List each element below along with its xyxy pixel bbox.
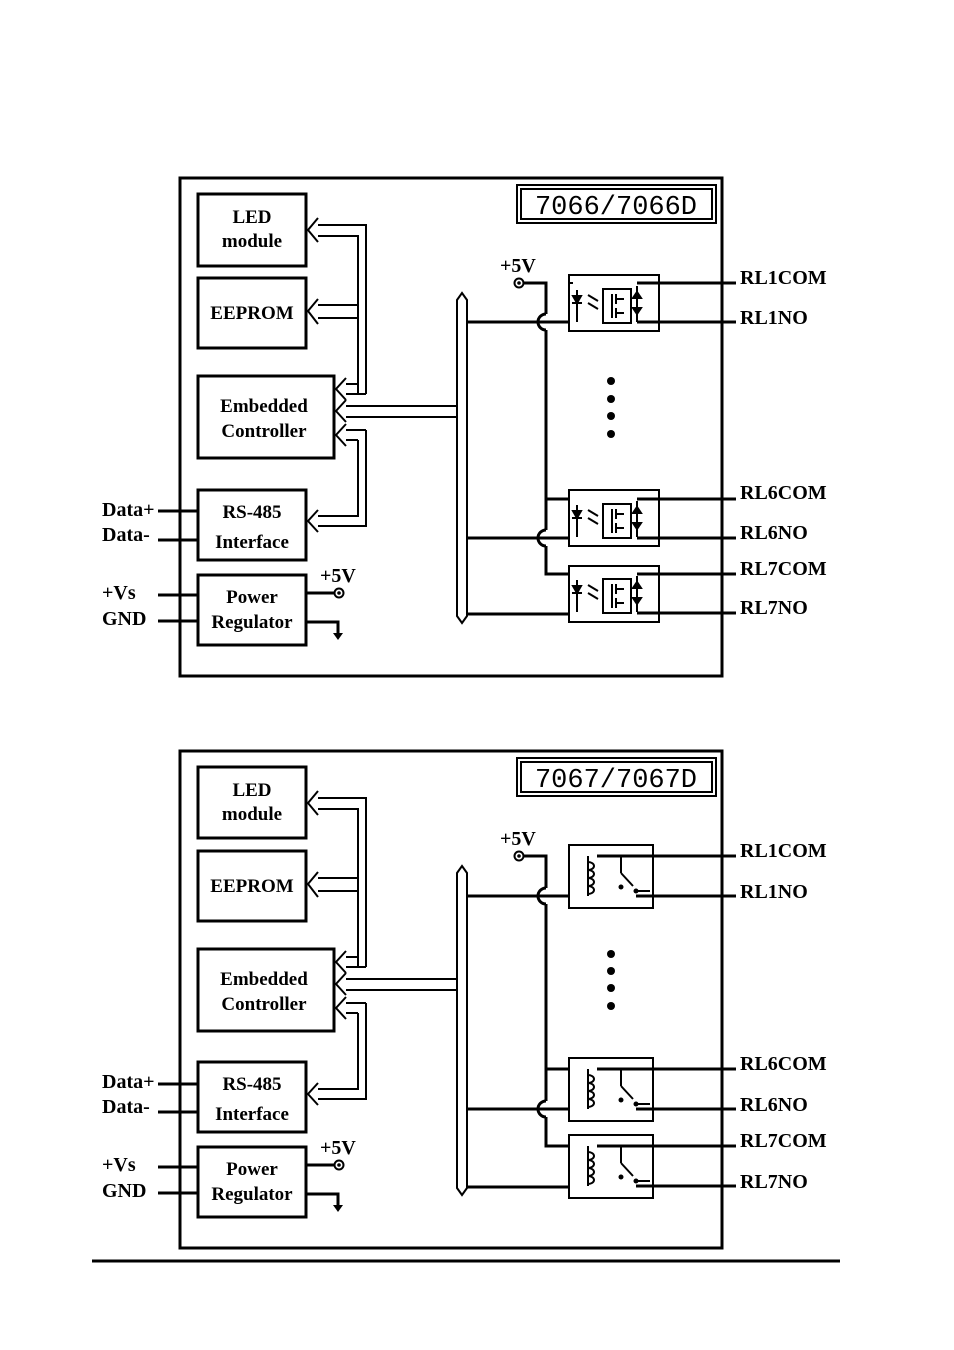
coil-relay-7 (568, 1134, 654, 1199)
eeprom-block (196, 276, 308, 350)
led-block-label-2: module (222, 804, 282, 825)
output-label-rl7no: RL7NO (740, 1171, 808, 1193)
more-channels-dots (607, 950, 615, 1010)
model-title-frame (516, 184, 717, 224)
pin-label-gnd: GND (102, 608, 146, 630)
pin-label-data-plus: Data+ (102, 499, 155, 521)
output-label-rl1com: RL1COM (740, 267, 827, 289)
photomos-relay-1 (568, 274, 660, 332)
rs485-block-label-1: RS-485 (222, 502, 281, 523)
led-block-label-1: LED (232, 207, 271, 228)
controller-block-label-2: Controller (221, 421, 307, 442)
coil-relay-6 (568, 1057, 654, 1122)
ground-icon (333, 633, 343, 640)
diagram-7066: 7066/7066D LED module EEPROM Embedded Co… (102, 176, 827, 678)
output-label-rl1no: RL1NO (740, 307, 808, 329)
led-module-block (196, 192, 308, 268)
controller-block-label-2: Controller (221, 994, 307, 1015)
pin-label-vs: +Vs (102, 1154, 136, 1176)
pin-label-data-minus: Data- (102, 1096, 150, 1118)
rs485-block-label-2: Interface (215, 532, 289, 553)
pin-label-data-minus: Data- (102, 524, 150, 546)
eeprom-block-label: EEPROM (210, 303, 293, 324)
output-label-rl6no: RL6NO (740, 1094, 808, 1116)
coil-relay-1 (568, 844, 654, 909)
supply-label-right: +5V (500, 828, 536, 850)
more-channels-dots (607, 377, 615, 438)
supply-label-right: +5V (500, 255, 536, 277)
rs485-block-label-1: RS-485 (222, 1074, 281, 1095)
power-block-label-1: Power (226, 587, 278, 608)
led-block-label-2: module (222, 231, 282, 252)
output-label-rl7com: RL7COM (740, 1130, 827, 1152)
supply-label-left: +5V (320, 1137, 356, 1159)
power-regulator-block (196, 573, 308, 647)
power-block-label-1: Power (226, 1159, 278, 1180)
power-block-label-2: Regulator (211, 1184, 293, 1205)
output-label-rl1com: RL1COM (740, 840, 827, 862)
power-regulator-block (196, 1145, 308, 1219)
output-label-rl7no: RL7NO (740, 597, 808, 619)
output-label-rl6no: RL6NO (740, 522, 808, 544)
photomos-relay-7 (568, 565, 660, 623)
power-block-label-2: Regulator (211, 612, 293, 633)
controller-block (196, 374, 336, 460)
rs485-block (196, 1060, 308, 1134)
ground-icon (333, 1205, 343, 1212)
controller-block-label-1: Embedded (220, 396, 308, 417)
photomos-relay-6 (568, 489, 660, 547)
rs485-block-label-2: Interface (215, 1104, 289, 1125)
pin-label-data-plus: Data+ (102, 1071, 155, 1093)
supply-label-left: +5V (320, 565, 356, 587)
diagram-7067: 7067/7067D LED module EEPROM Embedded Co… (102, 749, 827, 1250)
pin-label-vs: +Vs (102, 582, 136, 604)
led-module-block (196, 765, 308, 840)
led-block-label-1: LED (232, 780, 271, 801)
model-title: 7066/7066D (535, 193, 697, 223)
eeprom-block (196, 849, 308, 923)
controller-block-label-1: Embedded (220, 969, 308, 990)
internal-bus-arrows (306, 790, 457, 1106)
pin-label-gnd: GND (102, 1180, 146, 1202)
internal-bus-arrows (306, 217, 457, 533)
rs485-block (196, 488, 308, 562)
eeprom-block-label: EEPROM (210, 876, 293, 897)
model-title: 7067/7067D (535, 766, 697, 796)
output-label-rl6com: RL6COM (740, 482, 827, 504)
output-label-rl7com: RL7COM (740, 558, 827, 580)
model-title-frame (516, 757, 717, 797)
controller-block (196, 947, 336, 1033)
data-bus (456, 291, 468, 625)
output-label-rl6com: RL6COM (740, 1053, 827, 1075)
output-label-rl1no: RL1NO (740, 881, 808, 903)
